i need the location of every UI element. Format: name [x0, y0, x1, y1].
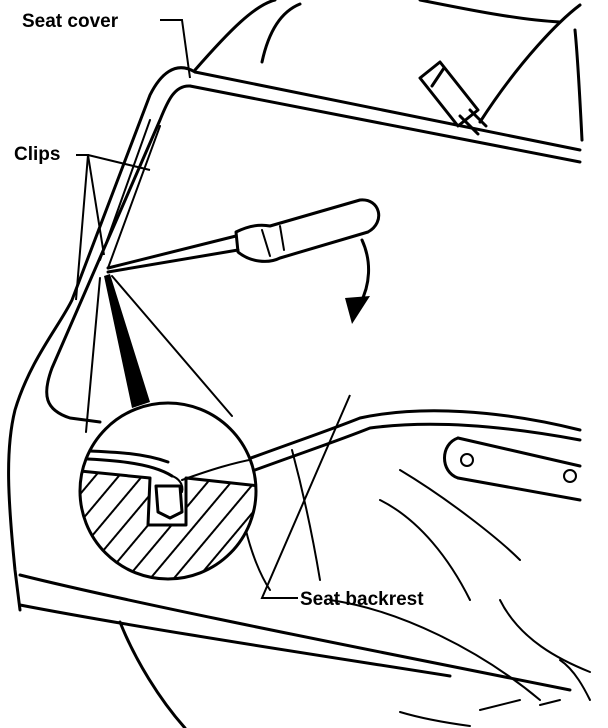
- screwdriver: [106, 198, 381, 274]
- seat-background-outline: [193, 0, 584, 142]
- label-seat-backrest: Seat backrest: [300, 589, 424, 610]
- pry-direction-arrow: [345, 238, 371, 324]
- label-seat-cover: Seat cover: [22, 11, 119, 32]
- clip-detail-magnifier: [78, 401, 258, 581]
- seat-rail-bracket: [443, 436, 582, 502]
- label-clips: Clips: [14, 144, 61, 165]
- seat-cover-panel: [7, 66, 582, 692]
- headrest-post: [418, 60, 488, 136]
- leader-lines: [75, 19, 351, 599]
- magnifier-pointer: [85, 274, 233, 433]
- seat-backrest-contour: [118, 409, 591, 728]
